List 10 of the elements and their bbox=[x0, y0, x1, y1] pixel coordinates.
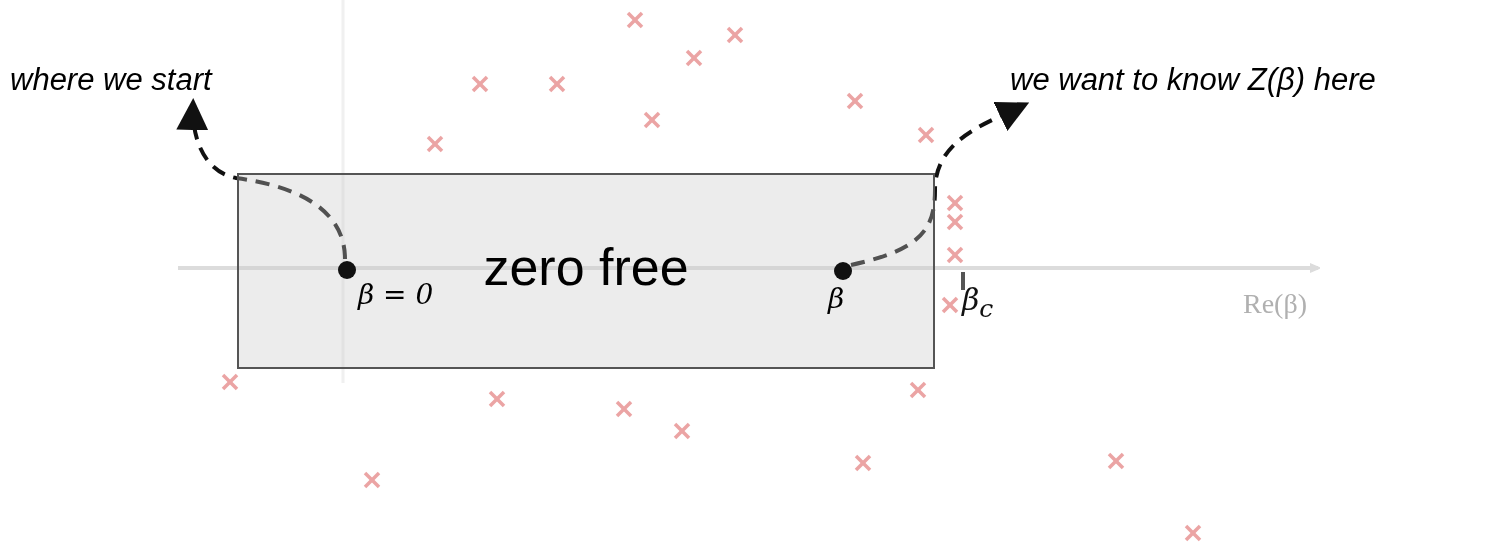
point-dot bbox=[834, 262, 852, 280]
math-label: β = 0 bbox=[358, 278, 434, 311]
annotation-text: we want to know Z(β) here bbox=[1010, 58, 1500, 102]
dashed-arrow bbox=[850, 101, 1030, 267]
point-dot bbox=[338, 261, 356, 279]
math-label: β bbox=[828, 282, 845, 315]
annotation-text: where we start bbox=[10, 58, 278, 102]
dashed-arrow bbox=[177, 98, 347, 260]
math-label: β$_{c}$ bbox=[962, 282, 994, 323]
axis-label: Re(β) bbox=[1243, 288, 1307, 320]
